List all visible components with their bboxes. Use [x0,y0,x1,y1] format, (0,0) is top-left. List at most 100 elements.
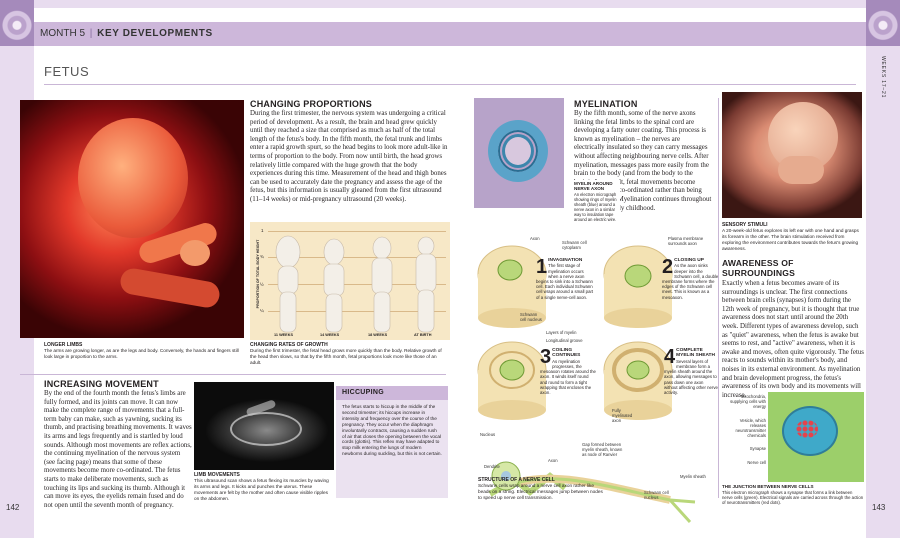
growth-figures [275,235,437,333]
step1-cylinder [477,245,547,328]
synapse-vesicles [796,420,818,438]
synapse-label-vesicle: Vesicle, which releases neurotransmitter… [735,418,767,438]
label-myelin-sheath: Myelin sheath [680,474,706,479]
step-2: 2 CLOSING UP As the axon sinks deeper in… [662,256,720,300]
synapse-label-synapse: Synapse [749,446,766,451]
synapse-title: THE JUNCTION BETWEEN NERVE CELLS [722,484,814,489]
growth-label-18w: 18 WEEKS [368,333,388,337]
side-tab: WEEKS 17–21 [876,56,890,118]
step-4: 4 COMPLETE MYELIN SHEATH Several layers … [664,347,718,396]
synapse-label-mitochondria: Mitochondria, supplying cells with energ… [730,394,766,409]
label-nucleus: Nucleus [480,432,496,437]
step-3-title: COILING CONTINUES [552,348,581,359]
growth-fraction-12: ½ [260,282,264,287]
step2-cylinder [603,245,673,328]
figure-14w-legs [325,293,343,333]
synapse-text: This electron micrograph shows a synapse… [722,490,864,506]
changing-body: During the first trimester, the nervous … [250,110,448,203]
label-gap: Gap formed between myelin sheath, known … [582,442,623,457]
synapse-micrograph [768,392,864,482]
ultrasound-fetus-shape [230,412,302,446]
figure-18w-head [372,236,392,260]
nerve-structure-text: Schwann cells wrap around a nerve cell a… [478,483,603,500]
flower-corner-left-icon [0,0,34,46]
ultrasound-scan [194,382,334,470]
step-3-number: 3 [540,346,552,368]
increasing-body: By the end of the fourth month the fetus… [44,390,192,509]
micrograph-ring [488,120,548,182]
awareness-body: Exactly when a fetus becomes aware of it… [722,280,864,399]
header-strip-top-left [0,0,452,8]
growth-gridline [268,284,446,285]
myelination-title: MYELINATION [574,99,638,109]
header-separator: | [89,28,93,39]
nerve-cell [488,461,696,524]
growth-gridline [268,231,446,232]
longer-limbs-text: The arms are growing longer, as are the … [44,348,239,359]
growth-label-birth: AT BIRTH [414,333,432,337]
step-2-text: As the axon sinks deeper into the Schwan… [662,263,719,300]
step-2-number: 2 [662,256,674,278]
label-fully-myelinated: Fully myelinated axon [612,408,633,423]
step-4-text: Several layers of membrane form a myelin… [664,358,718,396]
myelination-body-mask [574,180,620,236]
label-longitudinal-groove: Longitudinal groove [546,338,583,343]
micrograph-ring-inner [502,134,534,168]
label-schwann-cytoplasm: Schwann cell cytoplasm [562,240,587,250]
step-1-title: INVAGINATION [548,258,583,263]
micrograph-text-copy: An electron micrograph showing rings of … [574,192,617,222]
fetus-leg-shape [118,266,222,310]
step3-cylinder [477,341,547,420]
step-1-number: 1 [536,256,548,278]
figure-14w-body [323,263,345,297]
longer-limbs-title: LONGER LIMBS [44,342,83,348]
header-strip-top-right [452,0,900,8]
figure-18w-legs [373,291,391,333]
step4-cylinder [603,341,673,420]
header-title: MONTH 5 | KEY DEVELOPMENTS [40,28,213,40]
step-2-title: CLOSING UP [674,258,704,263]
figure-18w-body [371,257,393,295]
awareness-title: AWARENESS OF SURROUNDINGS [722,258,796,278]
flower-corner-right-icon [866,0,900,46]
figure-14w-head [323,238,345,266]
growth-label-14w: 14 WEEKS [320,333,340,337]
label-dendrite: Dendrite [484,464,500,469]
sensory-hand-shape [778,156,824,184]
step-4-title: COMPLETE MYELIN SHEATH [676,348,715,359]
hiccuping-box: HICCUPING The fetus starts to hiccup in … [336,386,448,498]
label-axon: Axon [530,236,540,241]
limb-movements-title: LIMB MOVEMENTS [194,472,240,478]
sensory-title: SENSORY STIMULI [722,222,768,228]
header-band-right [452,22,866,46]
fetus-head-shape [78,118,188,238]
micrograph-title-copy: MYELIN AROUND NERVE AXON [574,181,613,191]
step-1: 1 INVAGINATION The first stage of myelin… [536,256,594,300]
growth-fraction-14: ¼ [260,308,264,313]
fetus-hand-shape [180,240,210,266]
growth-gridline [268,257,446,258]
column-divider [718,98,719,498]
figure-11w-legs [279,291,297,333]
limb-movements-text: This ultrasound scan shows a fetus flexi… [194,478,329,501]
figure-birth-head [417,236,435,256]
growth-gridline [268,311,446,312]
header-section: KEY DEVELOPMENTS [97,28,213,39]
section-rule [20,374,446,375]
figure-11w-head [275,235,301,269]
step-3-text: As myelination progresses, the mesoaxon … [540,358,596,396]
synapse-label-nerve-cell: Nerve cell [747,460,766,465]
nerve-structure-title: STRUCTURE OF A NERVE CELL [478,477,555,483]
side-band-right [866,22,900,538]
sensory-text: A 20-week-old fetus explores its left ea… [722,228,859,251]
growth-chart-caption: During the first trimester, the fetal he… [250,348,442,365]
header-band-left [34,22,452,46]
header-month: MONTH 5 [40,28,85,39]
figure-birth-body [415,253,437,293]
fetus-photo [20,100,244,338]
growth-fraction-34: ¾ [260,254,264,259]
growth-chart-title: CHANGING RATES OF GROWTH [250,342,328,348]
hiccuping-body: The fetus starts to hiccup in the middle… [342,404,442,457]
page-title: FETUS [44,64,90,79]
figure-11w-body [277,265,299,295]
